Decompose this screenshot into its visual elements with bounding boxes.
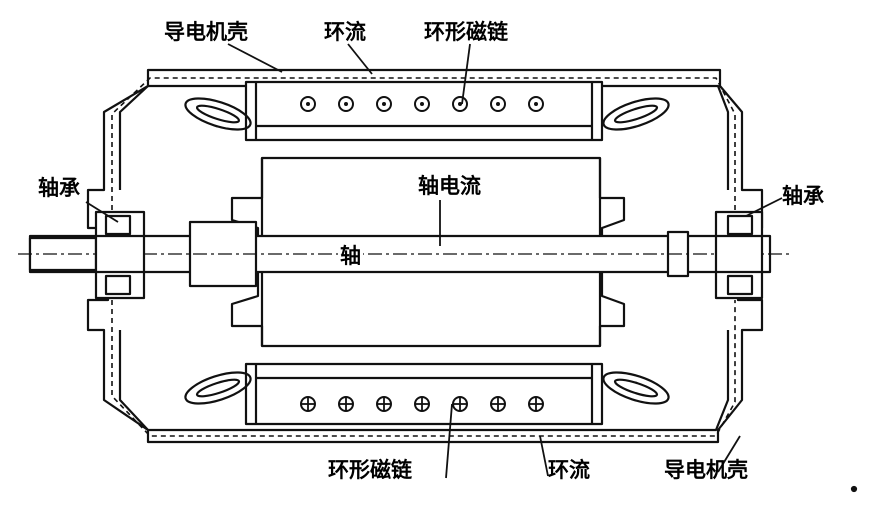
circulating-current-path [111, 77, 736, 437]
conductor-cross-5 [452, 396, 468, 412]
label-ring-flux-bottom: 环形磁链 [328, 458, 412, 482]
label-bearing-left: 轴承 [38, 176, 80, 200]
label-housing-bottom: 导电机壳 [664, 458, 748, 482]
label-shaft: 轴 [338, 244, 363, 268]
bearing-right-body [714, 210, 764, 300]
label-shaft-current: 轴电流 [418, 174, 481, 198]
label-ring-flux-top: 环形磁链 [424, 20, 508, 44]
end-winding-top-left [184, 97, 252, 131]
bearing-left-body [94, 210, 146, 300]
conductor-cross-6 [490, 396, 506, 412]
conductor-row-top [300, 96, 544, 112]
conductor-cross-4 [414, 396, 430, 412]
label-circulating-top: 环流 [324, 20, 366, 44]
conductor-dot-6 [490, 96, 506, 112]
conductor-cross-3 [376, 396, 392, 412]
conductor-dot-1 [300, 96, 316, 112]
conductor-dot-4 [414, 96, 430, 112]
label-housing-top: 导电机壳 [164, 20, 248, 44]
end-winding-bottom-right [602, 371, 670, 405]
conductor-cross-2 [338, 396, 354, 412]
end-winding-top-right [602, 97, 670, 131]
label-circulating-bottom: 环流 [548, 458, 590, 482]
end-winding-bottom-left [184, 371, 252, 405]
conductor-dot-3 [376, 96, 392, 112]
conductor-dot-2 [338, 96, 354, 112]
conductor-row-bottom [300, 396, 544, 412]
conductor-dot-5 [452, 96, 468, 112]
leader-lines [85, 43, 783, 479]
conductor-dot-7 [528, 96, 544, 112]
stator-bottom [244, 362, 604, 426]
label-bearing-right: 轴承 [782, 184, 824, 208]
stray-dot [850, 485, 858, 493]
conductor-cross-1 [300, 396, 316, 412]
conductor-cross-7 [528, 396, 544, 412]
housing-outline [86, 68, 764, 444]
